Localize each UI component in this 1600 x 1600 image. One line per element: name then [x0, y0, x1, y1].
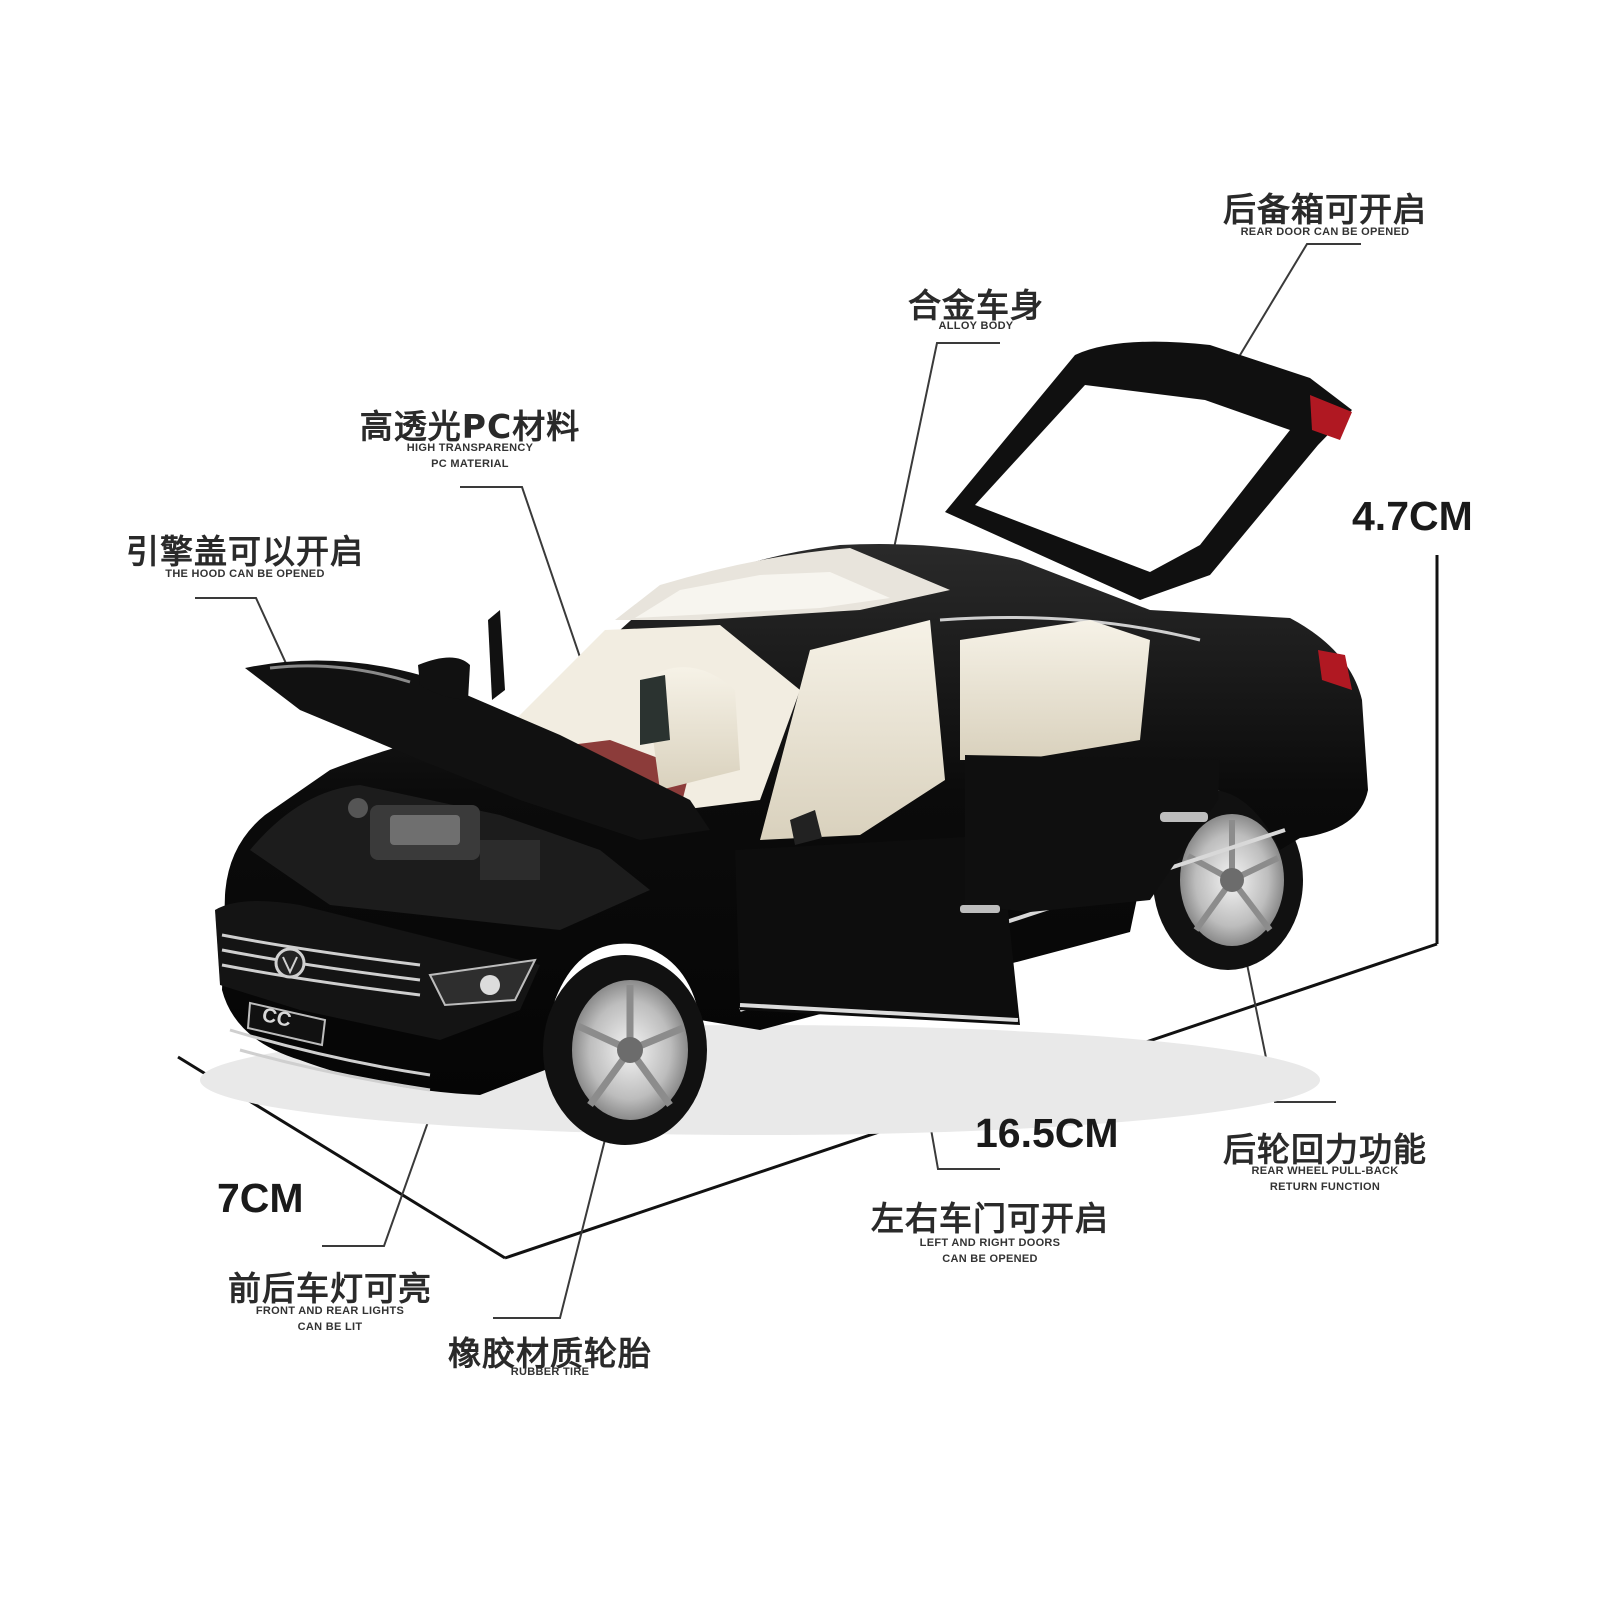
callout-body-en: ALLOY BODY	[938, 320, 1014, 332]
callout-lights-en-2: CAN BE LIT	[297, 1321, 363, 1333]
callout-pullback-en-2: RETURN FUNCTION	[1269, 1181, 1381, 1193]
callout-lights-cn: 前后车灯可亮	[228, 1269, 432, 1308]
tail-light	[1318, 650, 1352, 690]
side-mirror	[418, 657, 470, 700]
callout-doors-en-2: CAN BE OPENED	[942, 1253, 1038, 1265]
callout-window-en-1: HIGH TRANSPARENCY	[406, 442, 534, 454]
leader-hood	[195, 597, 296, 684]
callout-tire-en: RUBBER TIRE	[510, 1366, 590, 1378]
callout-hood-en: THE HOOD CAN BE OPENED	[165, 568, 325, 580]
callout-window-en-2: PC MATERIAL	[431, 458, 509, 470]
glass-roof	[615, 548, 950, 620]
dimension-length-label: 16.5CM	[975, 1110, 1119, 1156]
leader-body	[892, 342, 1000, 554]
callout-doors-en-1: LEFT AND RIGHT DOORS	[919, 1237, 1061, 1249]
leader-trunk	[1227, 243, 1361, 376]
open-hood	[245, 660, 710, 840]
callout-trunk-en: REAR DOOR CAN BE OPENED	[1240, 226, 1410, 238]
dimension-height-label: 4.7CM	[1352, 493, 1473, 539]
open-trunk-lid	[945, 341, 1352, 600]
callout-doors-cn: 左右车门可开启	[871, 1199, 1109, 1238]
leader-lines	[195, 243, 1361, 1319]
callout-pullback-en-1: REAR WHEEL PULL-BACK	[1251, 1165, 1399, 1177]
callout-lights-en-1: FRONT AND REAR LIGHTS	[255, 1305, 405, 1317]
engine-bay	[250, 785, 650, 930]
callout-tire-cn: 橡胶材质轮胎	[448, 1334, 652, 1373]
callout-pullback-cn: 后轮回力功能	[1223, 1130, 1427, 1169]
front-wheel	[543, 955, 707, 1145]
side-mirror-open	[488, 610, 505, 700]
callout-trunk-cn: 后备箱可开启	[1223, 190, 1427, 229]
callout-hood-cn: 引擎盖可以开启	[126, 532, 364, 571]
rear-door-open	[960, 755, 1220, 913]
dimension-width-label: 7CM	[217, 1175, 304, 1221]
license-plate: CC	[260, 1004, 294, 1032]
callout-window-cn: 高透光PC材料	[359, 407, 581, 446]
callout-body-cn: 合金车身	[908, 286, 1044, 325]
leader-window	[460, 486, 599, 711]
leader-tire	[493, 1079, 621, 1319]
front-grille	[215, 901, 540, 1092]
front-door-open	[735, 810, 1020, 1025]
